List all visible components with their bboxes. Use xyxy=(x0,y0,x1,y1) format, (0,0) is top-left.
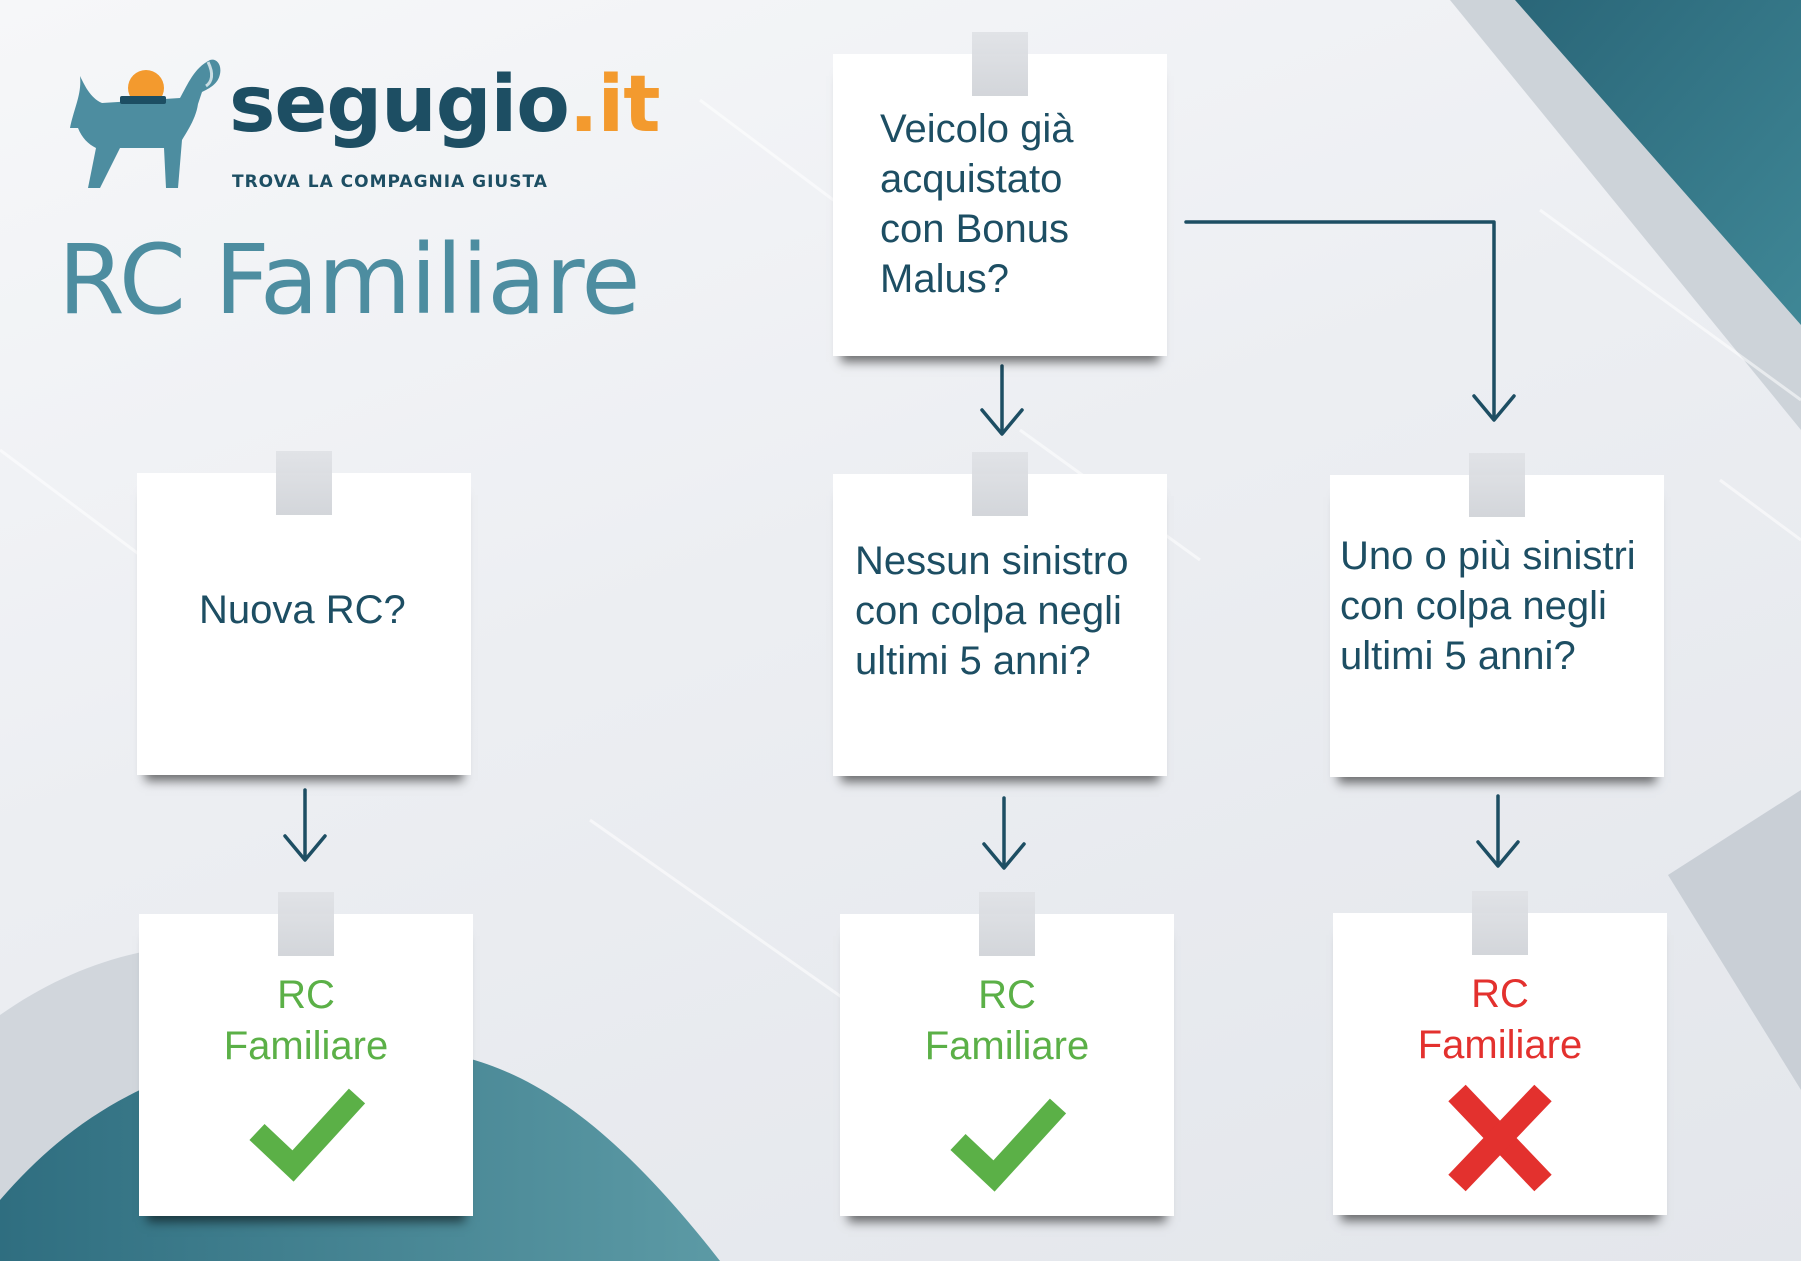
tape xyxy=(972,32,1028,96)
check-icon xyxy=(249,1088,366,1182)
outcome-label: RC Familiare xyxy=(1333,969,1667,1071)
outcome-left: RC Familiare xyxy=(139,892,473,1216)
brand-wordmark: segugio.it xyxy=(229,66,661,144)
tape xyxy=(979,892,1035,956)
brand-tld: .it xyxy=(568,60,661,150)
corner-shape-teal xyxy=(1515,0,1801,325)
question-line: ultimi 5 anni? xyxy=(855,639,1091,683)
right-edge-shape xyxy=(1668,790,1801,1090)
card-uno: Uno o più sinistri con colpa negli ultim… xyxy=(1330,453,1664,777)
cross-icon xyxy=(1448,1084,1552,1192)
tape xyxy=(972,452,1028,516)
card-nuova: Nuova RC? xyxy=(137,451,471,775)
brand-logo[interactable]: segugio.it TROVA LA COMPAGNIA GIUSTA xyxy=(60,48,661,208)
card-veicolo: Veicolo già acquistato con Bonus Malus? xyxy=(833,32,1167,356)
check-icon xyxy=(950,1098,1067,1192)
question-line: acquistato xyxy=(880,157,1063,201)
question-line: ultimi 5 anni? xyxy=(1340,634,1576,678)
question-line: con Bonus xyxy=(880,207,1070,251)
outcome-label: RC Familiare xyxy=(840,970,1174,1072)
outcome-line: RC xyxy=(978,973,1036,1017)
outcome-middle: RC Familiare xyxy=(840,892,1174,1216)
tape xyxy=(278,892,334,956)
question-line: Nuova RC? xyxy=(199,588,406,632)
question-uno: Uno o più sinistri con colpa negli ultim… xyxy=(1340,531,1636,681)
brand-tagline: TROVA LA COMPAGNIA GIUSTA xyxy=(232,172,548,192)
question-veicolo: Veicolo già acquistato con Bonus Malus? xyxy=(880,104,1073,304)
question-line: Malus? xyxy=(880,257,1009,301)
question-line: con colpa negli xyxy=(1340,584,1607,628)
question-line: Uno o più sinistri xyxy=(1340,534,1636,578)
outcome-line: RC xyxy=(1471,972,1529,1016)
dog-logo-icon xyxy=(70,59,221,189)
card-nessun: Nessun sinistro con colpa negli ultimi 5… xyxy=(833,452,1167,776)
page-title: RC Familiare xyxy=(58,224,640,336)
question-nuova: Nuova RC? xyxy=(199,585,406,635)
tape xyxy=(276,451,332,515)
tape xyxy=(1472,891,1528,955)
outcome-label: RC Familiare xyxy=(139,970,473,1072)
outcome-right: RC Familiare xyxy=(1333,891,1667,1215)
outcome-line: Familiare xyxy=(924,1024,1090,1068)
question-line: Nessun sinistro xyxy=(855,539,1129,583)
brand-name: segugio xyxy=(229,60,570,150)
question-line: Veicolo già xyxy=(880,107,1074,151)
question-nessun: Nessun sinistro con colpa negli ultimi 5… xyxy=(855,536,1128,686)
outcome-line: RC xyxy=(277,973,335,1017)
outcome-line: Familiare xyxy=(1417,1023,1583,1067)
tape xyxy=(1469,453,1525,517)
outcome-line: Familiare xyxy=(223,1024,389,1068)
question-line: con colpa negli xyxy=(855,589,1122,633)
